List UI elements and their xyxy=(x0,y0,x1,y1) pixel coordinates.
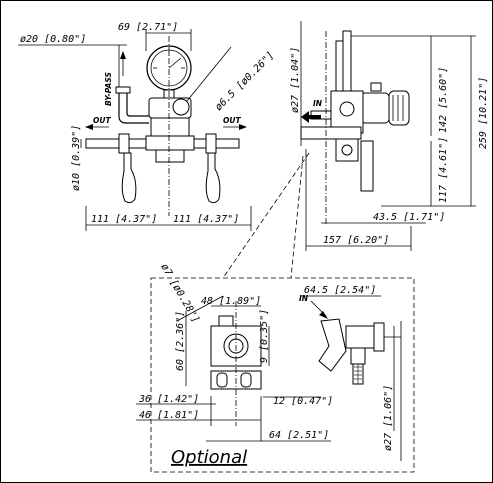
optional-label: Optional xyxy=(171,447,247,468)
lever-left xyxy=(121,152,137,204)
optional-box xyxy=(150,277,415,473)
lever-right xyxy=(205,152,221,204)
dim-117: 117 [4.61"] xyxy=(438,137,449,203)
dim-12: 12 [0.47"] xyxy=(273,396,333,407)
outlet-pipe-left xyxy=(85,138,147,149)
dim-10: ø10 [0.39"] xyxy=(71,125,82,191)
dim-64: 64 [2.51"] xyxy=(269,430,329,441)
dim-142: 142 [5.60"] xyxy=(438,67,449,133)
side-view: IN ø27 [1.04"] 142 [5.60"] 259 [10.21"] … xyxy=(290,21,489,251)
side-lever xyxy=(360,140,374,192)
optional-side: IN 64.5 [2.54"] ø27 [1.06"] xyxy=(299,285,402,461)
in-bottom-label: IN xyxy=(299,294,309,303)
dim-48: 48 [1.89"] xyxy=(201,296,261,307)
dim-259: 259 [10.21"] xyxy=(478,77,489,149)
dim-157: 157 [6.20"] xyxy=(323,235,389,246)
dim-20: ø20 [0.80"] xyxy=(20,34,86,45)
regulator-knob xyxy=(360,92,390,124)
bypass-label: BY-PASS xyxy=(104,72,113,106)
out-right-label: OUT xyxy=(223,116,241,125)
dim-6.5: ø6.5 [ø0.26"] xyxy=(213,50,276,113)
dim-69: 69 [2.71"] xyxy=(118,22,178,33)
dim-111-left: 111 [4.37"] xyxy=(91,214,157,225)
bypass-pipe xyxy=(118,91,149,124)
dim-111-right: 111 [4.37"] xyxy=(173,214,239,225)
dim-60: 60 [2.36"] xyxy=(175,311,186,371)
dim-43.5: 43.5 [1.71"] xyxy=(373,212,445,223)
dim-46: 46 [1.81"] xyxy=(139,410,199,421)
dim-27-bottom: ø27 [1.06"] xyxy=(383,385,394,451)
dim-36: 36 [1.42"] xyxy=(138,394,199,405)
in-top-label: IN xyxy=(313,99,323,108)
dim-64.5: 64.5 [2.54"] xyxy=(304,285,376,296)
out-left-label: OUT xyxy=(93,116,111,125)
dim-9: 9 [0.35"] xyxy=(259,309,270,363)
dim-27-top: ø27 [1.04"] xyxy=(290,47,301,113)
front-view: OUT OUT BY-PASS 69 [2.71"] ø20 [0.80"] ø… xyxy=(18,22,276,231)
